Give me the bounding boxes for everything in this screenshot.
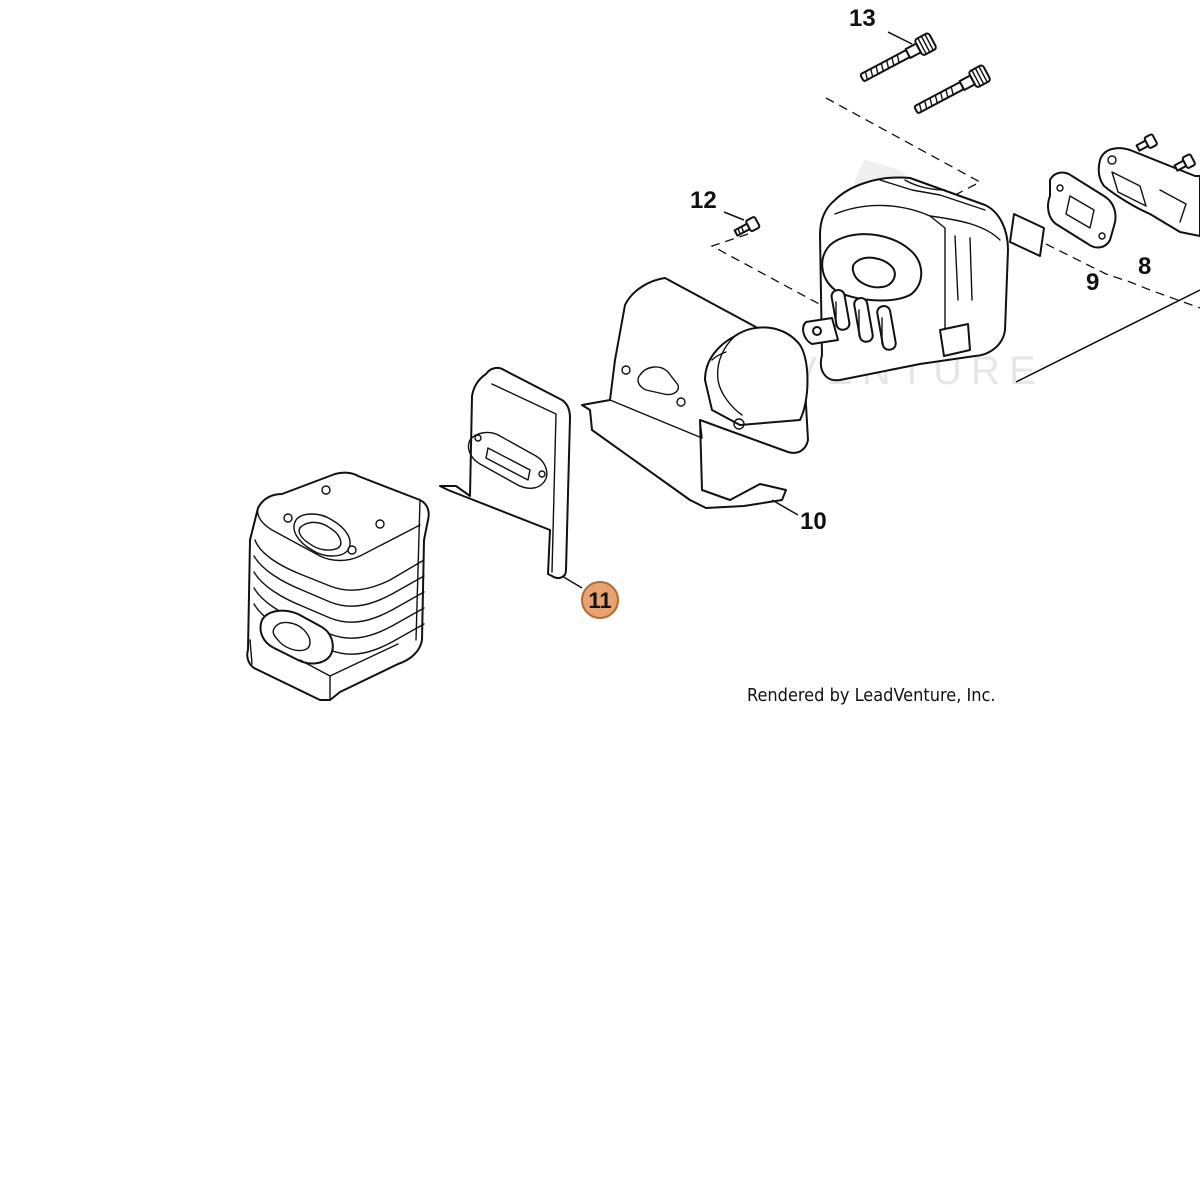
muffler-body[interactable] — [802, 176, 1009, 382]
heat-shield-part-10[interactable] — [581, 277, 809, 509]
leader-line-10 — [771, 499, 799, 516]
callout-9[interactable]: 9 — [1086, 269, 1099, 296]
assembly-path-8-9 — [1045, 243, 1200, 309]
flange-screw-b — [1173, 153, 1196, 172]
leader-line-13 — [887, 31, 913, 45]
callout-13[interactable]: 13 — [849, 5, 876, 32]
callout-11[interactable]: 11 — [588, 588, 611, 613]
rendered-by-credit: Rendered by LeadVenture, Inc. — [747, 685, 996, 706]
leader-line-12 — [723, 211, 745, 221]
callout-12[interactable]: 12 — [690, 187, 717, 214]
screw-part-13[interactable] — [858, 32, 991, 117]
gasket-part-9[interactable] — [1009, 213, 1045, 257]
flange-gasket-part-8[interactable] — [1047, 171, 1117, 249]
gasket-part-11[interactable] — [439, 366, 571, 579]
assembly-line-right — [1015, 289, 1200, 383]
flange-screw-a — [1135, 133, 1158, 152]
engine-cylinder — [246, 471, 430, 701]
callout-8[interactable]: 8 — [1138, 253, 1151, 280]
callout-10[interactable]: 10 — [800, 508, 827, 535]
callout-11-highlight[interactable] — [581, 581, 619, 619]
exhaust-flange — [1097, 147, 1200, 237]
leader-line-11 — [561, 575, 583, 589]
screw-part-12[interactable] — [733, 216, 761, 238]
assembly-path-12 — [710, 233, 859, 326]
